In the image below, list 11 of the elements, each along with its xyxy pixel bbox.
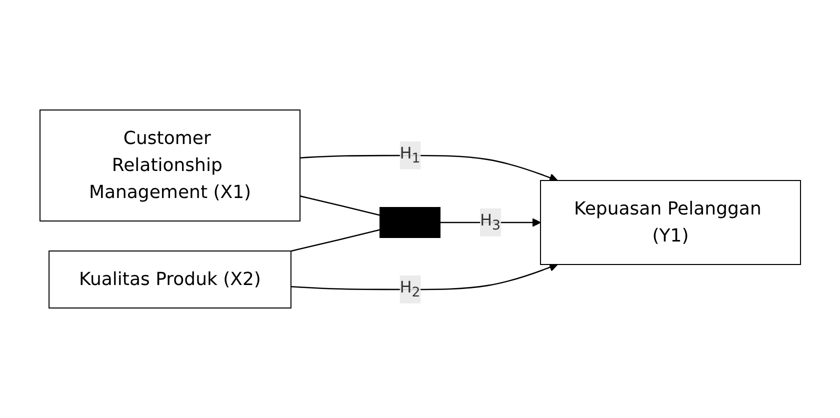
node-box: Kualitas Produk (X2) xyxy=(48,250,292,308)
arrow xyxy=(290,263,558,290)
edge-label: H$_{3}$ xyxy=(480,210,500,234)
connector xyxy=(290,229,380,252)
edge-label: H$_{1}$ xyxy=(399,143,420,167)
connector xyxy=(300,195,380,216)
node-box: Kepuasan Pelanggan (Y1) xyxy=(540,180,801,265)
arrow xyxy=(300,154,558,182)
node-box: Customer Relationship Management (X1) xyxy=(39,110,300,222)
node-bar xyxy=(379,207,440,238)
edge-label: H$_{2}$ xyxy=(399,277,420,301)
